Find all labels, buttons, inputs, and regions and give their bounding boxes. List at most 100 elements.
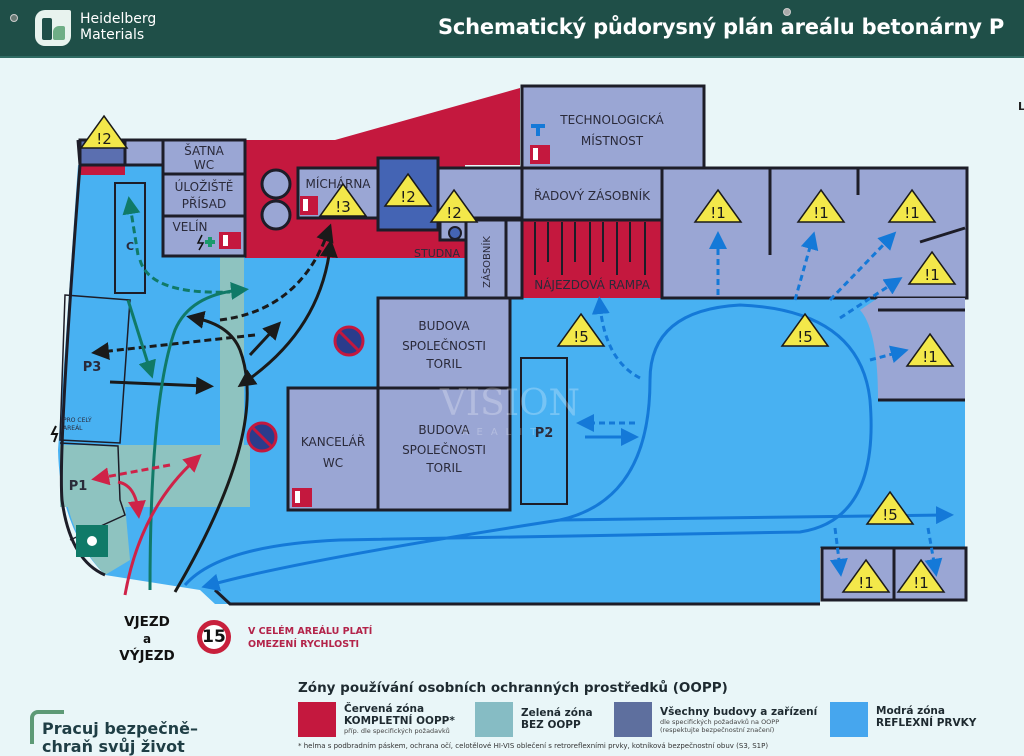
power-icon [50, 425, 59, 443]
parking-label-p2: P2 [535, 426, 554, 441]
hazard-label: !1 [813, 204, 829, 222]
room-label: VELÍN [173, 219, 208, 234]
room-label: WC [323, 456, 343, 470]
hazard-label: !2 [96, 130, 112, 148]
hazard-warning-icon: !1 [896, 558, 946, 593]
entry-line: VÝJEZD [119, 648, 175, 664]
brand-line1: Heidelberg [80, 11, 157, 27]
legend-swatch [475, 702, 513, 737]
speed-limit-sign: 15 [197, 620, 231, 654]
header-bar: Heidelberg Materials Schematický půdorys… [0, 0, 1024, 58]
site-plan-map: ŠATNA WC ÚLOŽIŠTĚ PŘÍSAD VELÍN MÍCHÁRNA … [50, 84, 969, 606]
water-tap-icon [531, 124, 545, 136]
silo-circle [260, 168, 292, 200]
fire-extinguisher-icon [292, 488, 312, 507]
room-label: PŘÍSAD [182, 196, 226, 211]
parking-p2 [520, 357, 568, 505]
room-label: ZÁSOBNÍK [480, 236, 493, 288]
legend-label: KOMPLETNÍ OOPP* [344, 715, 455, 727]
hazard-warning-icon: !5 [556, 312, 606, 347]
room-label: ŠATNA [184, 143, 224, 158]
parking-p1 [59, 442, 126, 541]
green-zone-p1-area [60, 445, 130, 575]
parking-p3 [59, 294, 131, 444]
legend-label: Modrá zóna [876, 705, 945, 717]
hazard-warning-icon: !1 [693, 188, 743, 223]
legend-label: Červená zóna [344, 703, 425, 715]
hazard-warning-icon: !1 [796, 188, 846, 223]
fire-extinguisher-icon [219, 232, 241, 249]
room-label: ÚLOŽIŠTĚ [175, 179, 234, 194]
screw [783, 8, 791, 16]
brand-line2: Materials [80, 27, 145, 43]
room-label: TORIL [425, 357, 462, 371]
hazard-label: !5 [797, 328, 813, 346]
screw [10, 14, 18, 22]
room-label: SPOLEČNOSTI [402, 338, 486, 353]
red-zone-corner [80, 165, 125, 175]
hazard-label: !5 [882, 506, 898, 524]
hazard-label: !1 [922, 348, 938, 366]
room-label: NÁJEZDOVÁ RAMPA [534, 277, 650, 292]
heidelberg-logo-icon [35, 10, 71, 46]
legend-label: Zelená zóna [521, 707, 593, 719]
no-parking-sign-icon [246, 421, 278, 453]
parking-label-p3: P3 [83, 360, 102, 375]
building-toril-bottom [376, 386, 512, 512]
speed-limit-note: V CELÉM AREÁLU PLATÍ OMEZENÍ RYCHLOSTI [248, 625, 372, 651]
legend-footnote: * helma s podbradním páskem, ochrana očí… [298, 742, 769, 750]
hazard-warning-icon: !1 [905, 332, 955, 367]
speed-note-line: OMEZENÍ RYCHLOSTI [248, 639, 360, 650]
slogan-bracket [30, 710, 64, 744]
legend-label: REFLEXNÍ PRVKY [876, 717, 977, 729]
entry-exit-label: VJEZD a VÝJEZD [112, 614, 182, 665]
power-note: PRO CELÝ [63, 417, 92, 424]
fire-extinguisher-icon [300, 196, 318, 215]
hazard-layer: !2!3!2!2!1!1!1!1!1!5!5!5!1!1 [79, 114, 957, 593]
speed-note-line: V CELÉM AREÁLU PLATÍ [248, 626, 373, 637]
hazard-warning-icon: !2 [429, 188, 479, 223]
room-label: WC [194, 158, 214, 172]
building-east-extension [860, 298, 965, 400]
room-label: MÍSTNOST [581, 133, 644, 148]
hazard-label: !1 [924, 266, 940, 284]
room-label: TECHNOLOGICKÁ [559, 112, 664, 127]
slogan-line: chraň svůj život [42, 737, 185, 756]
hazard-label: !1 [710, 204, 726, 222]
room-radovy [520, 166, 664, 222]
entry-line: VJEZD [124, 614, 170, 630]
legend-label: Všechny budovy a zařízení [660, 706, 818, 718]
room-tech [520, 84, 706, 170]
hazard-warning-icon: !1 [887, 188, 937, 223]
room-label: BUDOVA [418, 423, 470, 437]
hazard-label: !5 [573, 328, 589, 346]
hazard-warning-icon: !5 [865, 490, 915, 525]
assembly-point-icon [76, 525, 108, 557]
silo-circle [260, 199, 292, 231]
room-label: KANCELÁŘ [301, 434, 365, 449]
power-note: AREÁL [63, 425, 83, 432]
parking-label-c: C [126, 240, 134, 253]
room-label: ŘADOVÝ ZÁSOBNÍK [534, 188, 651, 203]
legend-sublabel: příp. dle specifických požadavků [344, 727, 450, 735]
legend-swatch [830, 702, 868, 737]
right-panel-edge: L [1018, 100, 1024, 113]
hazard-label: !1 [904, 204, 920, 222]
slogan-line: Pracuj bezpečně– [42, 719, 198, 738]
building-small [123, 138, 165, 167]
hazard-warning-icon: !5 [780, 312, 830, 347]
legend-swatch [614, 702, 652, 737]
entry-line: a [142, 632, 152, 646]
page-title: Schematický půdorysný plán areálu betoná… [438, 15, 1005, 39]
power-icon [196, 234, 205, 251]
hazard-warning-icon: !3 [318, 182, 368, 217]
legend-title: Zóny používání osobních ochranných prost… [298, 680, 728, 696]
legend-swatch [298, 702, 336, 737]
well-icon [448, 226, 462, 240]
watermark: REALITY [462, 427, 559, 438]
parking-c [114, 182, 146, 294]
red-zone-ramp [522, 220, 662, 298]
hazard-warning-icon: !1 [907, 250, 957, 285]
hazard-label: !1 [913, 574, 929, 592]
room-label: MÍCHÁRNA [305, 176, 371, 191]
